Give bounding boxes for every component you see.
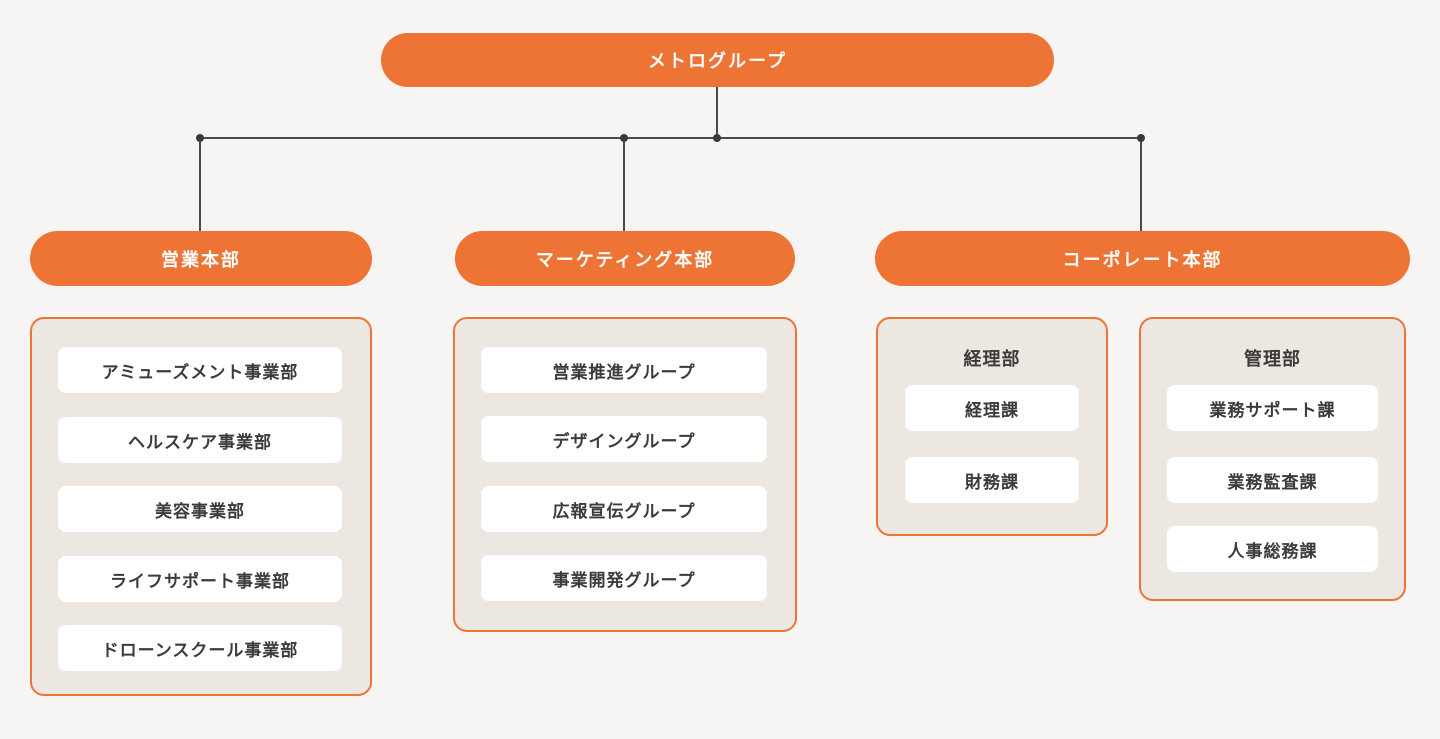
division-card-healthcare: ヘルスケア事業部: [58, 417, 342, 463]
connector-drop-corporate: [1140, 137, 1142, 231]
division-card-amusement: アミューズメント事業部: [58, 347, 342, 393]
group-card-public-relations: 広報宣伝グループ: [481, 486, 767, 532]
connector-rail: [199, 137, 1142, 139]
branch-node-marketing: マーケティング本部: [455, 231, 795, 286]
connector-drop-sales: [199, 137, 201, 231]
junction-dot-sales: [196, 134, 204, 142]
group-card-design: デザイングループ: [481, 416, 767, 462]
junction-dot-corporate: [1137, 134, 1145, 142]
division-card-drone-school: ドローンスクール事業部: [58, 625, 342, 671]
branch-node-sales: 営業本部: [30, 231, 372, 286]
branch-node-corporate: コーポレート本部: [875, 231, 1410, 286]
accounting-dept-panel: 経理部 経理課 財務課: [876, 317, 1108, 536]
division-card-beauty: 美容事業部: [58, 486, 342, 532]
connector-trunk: [716, 87, 718, 138]
dept-title-accounting: 経理部: [963, 349, 1021, 369]
section-card-accounting: 経理課: [905, 385, 1079, 431]
admin-dept-panel: 管理部 業務サポート課 業務監査課 人事総務課: [1139, 317, 1406, 601]
junction-dot-trunk: [713, 134, 721, 142]
sales-divisions-panel: アミューズメント事業部 ヘルスケア事業部 美容事業部 ライフサポート事業部 ドロ…: [30, 317, 372, 696]
dept-title-admin: 管理部: [1244, 349, 1301, 369]
group-card-sales-promotion: 営業推進グループ: [481, 347, 767, 393]
section-card-finance: 財務課: [905, 457, 1079, 503]
marketing-groups-panel: 営業推進グループ デザイングループ 広報宣伝グループ 事業開発グループ: [453, 317, 797, 632]
section-card-hr-general-affairs: 人事総務課: [1167, 526, 1378, 572]
division-card-life-support: ライフサポート事業部: [58, 556, 342, 602]
root-node-metro-group: メトログループ: [381, 33, 1054, 87]
group-card-business-development: 事業開発グループ: [481, 555, 767, 601]
junction-dot-marketing: [620, 134, 628, 142]
connector-drop-marketing: [623, 137, 625, 231]
section-card-business-support: 業務サポート課: [1167, 385, 1378, 431]
section-card-business-audit: 業務監査課: [1167, 457, 1378, 503]
